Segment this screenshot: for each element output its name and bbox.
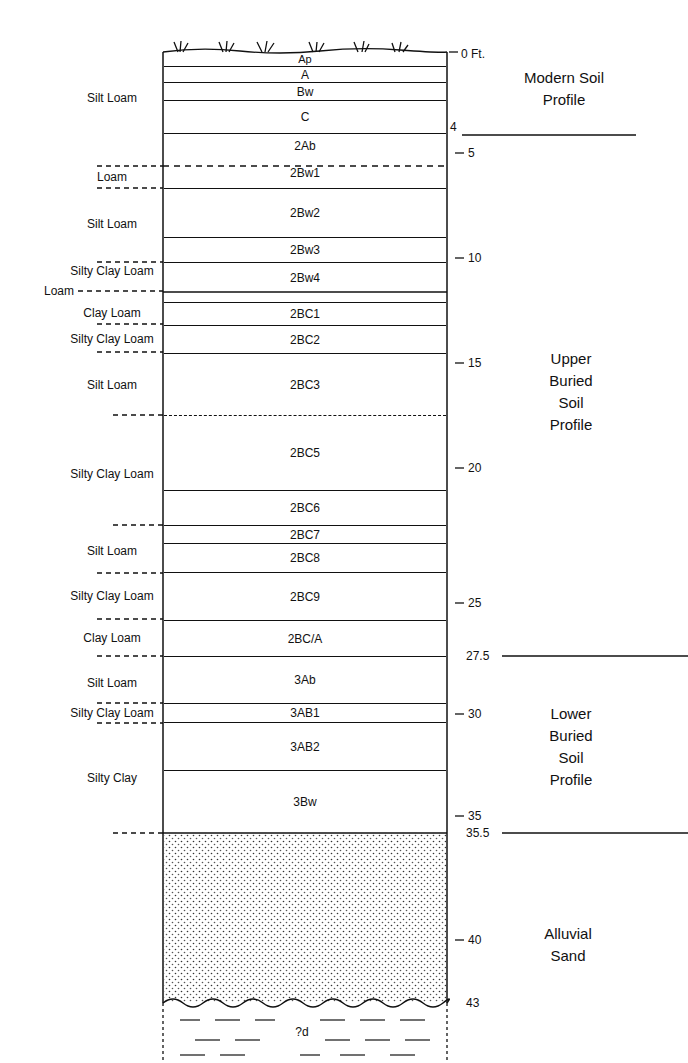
profile-name: Modern Soil Profile [508,67,620,111]
depth-number: 40 [468,932,498,948]
depth-number: 25 [468,595,498,611]
horizon-name: 2Bw3 [290,243,320,257]
horizon-name: 2Bw2 [290,206,320,220]
texture-label: Loam [20,283,74,299]
texture-label: Silt Loam [57,675,167,691]
depth-number: 35 [468,808,498,824]
soil-horizon-band: 2BC6 [164,490,446,525]
soil-horizon-band: 2BC3 [164,353,446,415]
profile-name: Upper Buried Soil Profile [540,348,602,436]
horizon-name: 2BC7 [290,528,320,542]
depth-number: 5 [468,145,498,161]
horizon-name: 3AB2 [290,740,319,754]
horizon-name: 3Ab [294,673,315,687]
depth-number: 15 [468,355,498,371]
soil-horizon-band: 2BC1 [164,302,446,325]
soil-horizon-band: Bw [164,82,446,100]
horizon-name: 2Bw4 [290,271,320,285]
horizon-name: 2BC9 [290,590,320,604]
soil-horizon-band: 2BC5 [164,415,446,490]
texture-label: Clay Loam [57,630,167,646]
depth-number: 35.5 [466,825,500,841]
soil-horizon-band: 2BC/A [164,620,446,656]
horizon-name: 2BC2 [290,333,320,347]
texture-label: Silty Clay Loam [57,705,167,721]
horizon-name: 2BC/A [288,632,323,646]
horizon-name: Bw [297,85,314,99]
depth-number: 20 [468,460,498,476]
texture-label: Silt Loam [57,90,167,106]
texture-label: Silty Clay Loam [57,331,167,347]
soil-horizon-band: 3AB1 [164,703,446,722]
soil-horizon-band: 2BC9 [164,572,446,620]
horizon-name: 2BC1 [290,307,320,321]
texture-label: Silty Clay Loam [57,588,167,604]
soil-horizon-band: 2BC8 [164,543,446,572]
texture-label: Silt Loam [57,216,167,232]
texture-label: Silt Loam [57,543,167,559]
horizon-name: 2BC5 [290,446,320,460]
depth-number: 27.5 [466,648,500,664]
depth-number: 30 [468,706,498,722]
soil-horizon-band: 2Ab [164,133,446,158]
soil-horizon-band: 3Ab [164,656,446,703]
horizon-name: 2BC8 [290,551,320,565]
soil-horizon-band: 2BC2 [164,325,446,353]
horizon-name: C [301,110,310,124]
soil-horizon-band: 3Bw [164,770,446,833]
horizon-name: 2BC6 [290,501,320,515]
depth-number: 10 [468,250,498,266]
horizon-name: 3Bw [293,795,316,809]
horizon-name: Ap [298,53,311,65]
texture-label: Silty Clay Loam [57,263,167,279]
soil-horizon-band: 2Bw3 [164,237,446,262]
horizon-name: 2BC3 [290,378,320,392]
soil-horizon-band: 2Bw4 [164,262,446,292]
soil-horizon-band: 2Bw1 [164,158,446,188]
soil-horizon-band: Ap [164,52,446,66]
horizon-name: A [301,68,309,82]
depth-number: 43 [466,995,496,1011]
texture-label: Loam [57,169,167,185]
soil-horizon-band: C [164,100,446,133]
depth-number: 4 [450,119,464,135]
depth-number: 0 Ft. [461,46,501,62]
soil-horizon-band: 2BC7 [164,525,446,543]
unit-label: ?d [290,1024,314,1040]
texture-label: Silty Clay [57,770,167,786]
soil-horizon-band: 3AB2 [164,722,446,770]
texture-label: Clay Loam [57,305,167,321]
profile-name: Alluvial Sand [530,923,606,967]
horizon-name: 2Bw1 [290,166,320,180]
profile-name: Lower Buried Soil Profile [540,703,602,791]
horizon-name: 3AB1 [290,706,319,720]
soil-horizon-band: A [164,66,446,82]
soil-horizon-band: 2Bw2 [164,188,446,237]
horizon-name: 2Ab [294,139,315,153]
texture-label: Silt Loam [57,377,167,393]
texture-label: Silty Clay Loam [57,466,167,482]
